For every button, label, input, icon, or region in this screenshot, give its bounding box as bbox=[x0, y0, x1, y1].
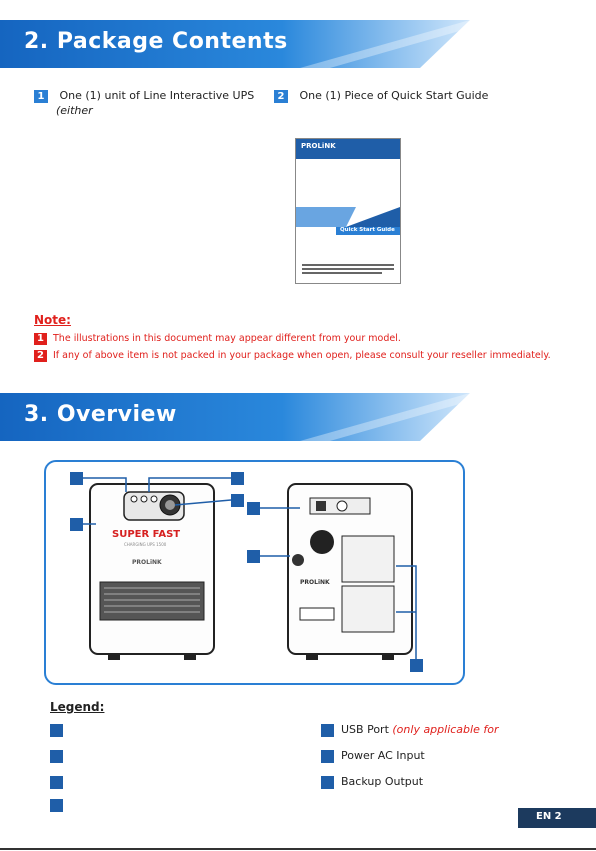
package-item-2: 2 One (1) Piece of Quick Start Guide bbox=[274, 89, 488, 103]
banner-background bbox=[0, 20, 470, 68]
item-text: One (1) Piece of Quick Start Guide bbox=[299, 89, 489, 102]
callout-marker bbox=[231, 472, 244, 485]
callout-marker bbox=[247, 550, 260, 563]
legend-item-backup-output: Backup Output bbox=[341, 775, 424, 788]
guide-header: PROLiNK bbox=[296, 139, 400, 159]
note-text: If any of above item is not packed in yo… bbox=[53, 350, 551, 361]
front-logo: PROLiNK bbox=[132, 559, 162, 566]
guide-title: Quick Start Guide bbox=[340, 227, 395, 233]
callout-marker bbox=[231, 494, 244, 507]
legend-marker bbox=[50, 776, 63, 789]
callout-marker bbox=[247, 502, 260, 515]
callout-marker bbox=[410, 659, 423, 672]
section-banner-overview: 3. Overview bbox=[0, 393, 470, 441]
legend-marker bbox=[321, 750, 334, 763]
section-title: 3. Overview bbox=[24, 402, 177, 427]
back-logo: PROLiNK bbox=[300, 579, 330, 586]
legend-marker bbox=[321, 724, 334, 737]
legend-marker bbox=[50, 799, 63, 812]
legend-item-power-ac-input: Power AC Input bbox=[341, 749, 425, 762]
note-line-2: 2 If any of above item is not packed in y… bbox=[34, 350, 551, 362]
legend-marker bbox=[50, 724, 63, 737]
page-number: EN 2 bbox=[536, 811, 562, 822]
legend-marker bbox=[50, 750, 63, 763]
guide-text-line bbox=[302, 268, 394, 270]
note-title: Note: bbox=[34, 313, 71, 327]
overview-diagram-frame bbox=[44, 460, 465, 685]
section-banner-package-contents: 2. Package Contents bbox=[0, 20, 470, 68]
guide-text-line bbox=[302, 272, 382, 274]
note-text: The illustrations in this document may a… bbox=[53, 333, 401, 344]
guide-stripe-graphic bbox=[296, 207, 400, 232]
ups-front-illustration: SUPER FAST CHARGING UPS 1500 PROLiNK bbox=[89, 483, 215, 660]
banner-background bbox=[0, 393, 470, 441]
item-number: 2 bbox=[274, 90, 288, 103]
legend-marker bbox=[321, 776, 334, 789]
package-item-1: 1 One (1) unit of Line Interactive UPS bbox=[34, 89, 254, 103]
note-number: 2 bbox=[34, 350, 47, 362]
note-number: 1 bbox=[34, 333, 47, 345]
item-text: One (1) unit of Line Interactive UPS bbox=[59, 89, 255, 102]
guide-text-line bbox=[302, 264, 394, 266]
quick-start-guide-image: PROLiNK Quick Start Guide bbox=[295, 138, 401, 284]
legend-note: (only applicable for bbox=[392, 723, 499, 736]
callout-marker bbox=[70, 518, 83, 531]
package-item-1-note: (either bbox=[56, 104, 93, 117]
note-line-1: 1 The illustrations in this document may … bbox=[34, 333, 401, 345]
ups-back-illustration: PROLiNK bbox=[287, 483, 413, 660]
section-title: 2. Package Contents bbox=[24, 29, 288, 54]
guide-title-bar: Quick Start Guide bbox=[336, 227, 400, 235]
page-number-tab: EN 2 bbox=[518, 808, 596, 828]
callout-marker bbox=[70, 472, 83, 485]
legend-item-usb-port: USB Port (only applicable for bbox=[341, 723, 498, 736]
front-subtitle: CHARGING UPS 1500 bbox=[124, 542, 167, 547]
legend-text: USB Port bbox=[341, 723, 389, 736]
footer-line bbox=[0, 848, 596, 850]
legend-title: Legend: bbox=[50, 700, 105, 714]
guide-brand: PROLiNK bbox=[301, 142, 336, 150]
front-brand: SUPER FAST bbox=[112, 529, 180, 540]
item-number: 1 bbox=[34, 90, 48, 103]
